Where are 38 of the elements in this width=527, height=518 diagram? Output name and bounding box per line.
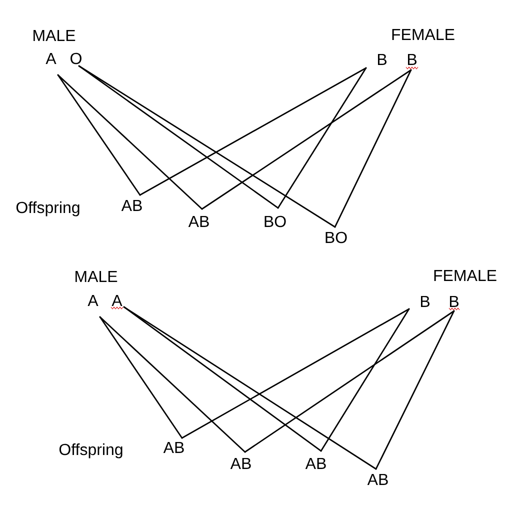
connector-line	[78, 65, 336, 228]
allele-letter: A	[88, 294, 98, 306]
allele-letter: A	[46, 52, 56, 64]
genotype-label: AB	[188, 216, 209, 227]
connector-line	[123, 306, 322, 452]
genotype-label: AB	[305, 458, 326, 469]
connector-line	[78, 65, 279, 209]
connector-line	[244, 310, 455, 453]
genotype-label: AB	[367, 474, 388, 485]
group-heading: FEMALE	[434, 270, 496, 281]
genotype-label: AB	[163, 442, 184, 453]
connector-line	[375, 310, 455, 470]
connector-line	[201, 69, 412, 210]
allele-letter: B	[378, 54, 386, 65]
group-heading: FEMALE	[392, 28, 454, 40]
connector-line	[123, 306, 377, 470]
allele-letter: A	[112, 294, 122, 306]
connector-line	[320, 308, 410, 452]
connector-line	[57, 74, 203, 210]
connector-line	[139, 67, 367, 196]
connector-line	[99, 316, 246, 453]
allele-letter: B	[450, 296, 458, 307]
connector-line	[277, 67, 367, 209]
connector-line	[334, 69, 412, 228]
allele-letter: O	[70, 52, 82, 64]
connector-line	[57, 74, 141, 196]
row-label: Offspring	[16, 201, 80, 216]
connector-line	[181, 308, 410, 439]
genotype-label: BO	[264, 216, 286, 228]
allele-letter: B	[408, 54, 416, 65]
group-heading: MALE	[34, 30, 76, 41]
genotype-label: AB	[230, 458, 251, 469]
genotype-label: BO	[326, 232, 347, 244]
allele-letter: B	[420, 296, 430, 307]
genotype-label: AB	[121, 200, 142, 211]
group-heading: MALE	[76, 270, 118, 282]
row-label: Offspring	[59, 443, 122, 458]
connector-line	[99, 316, 183, 439]
